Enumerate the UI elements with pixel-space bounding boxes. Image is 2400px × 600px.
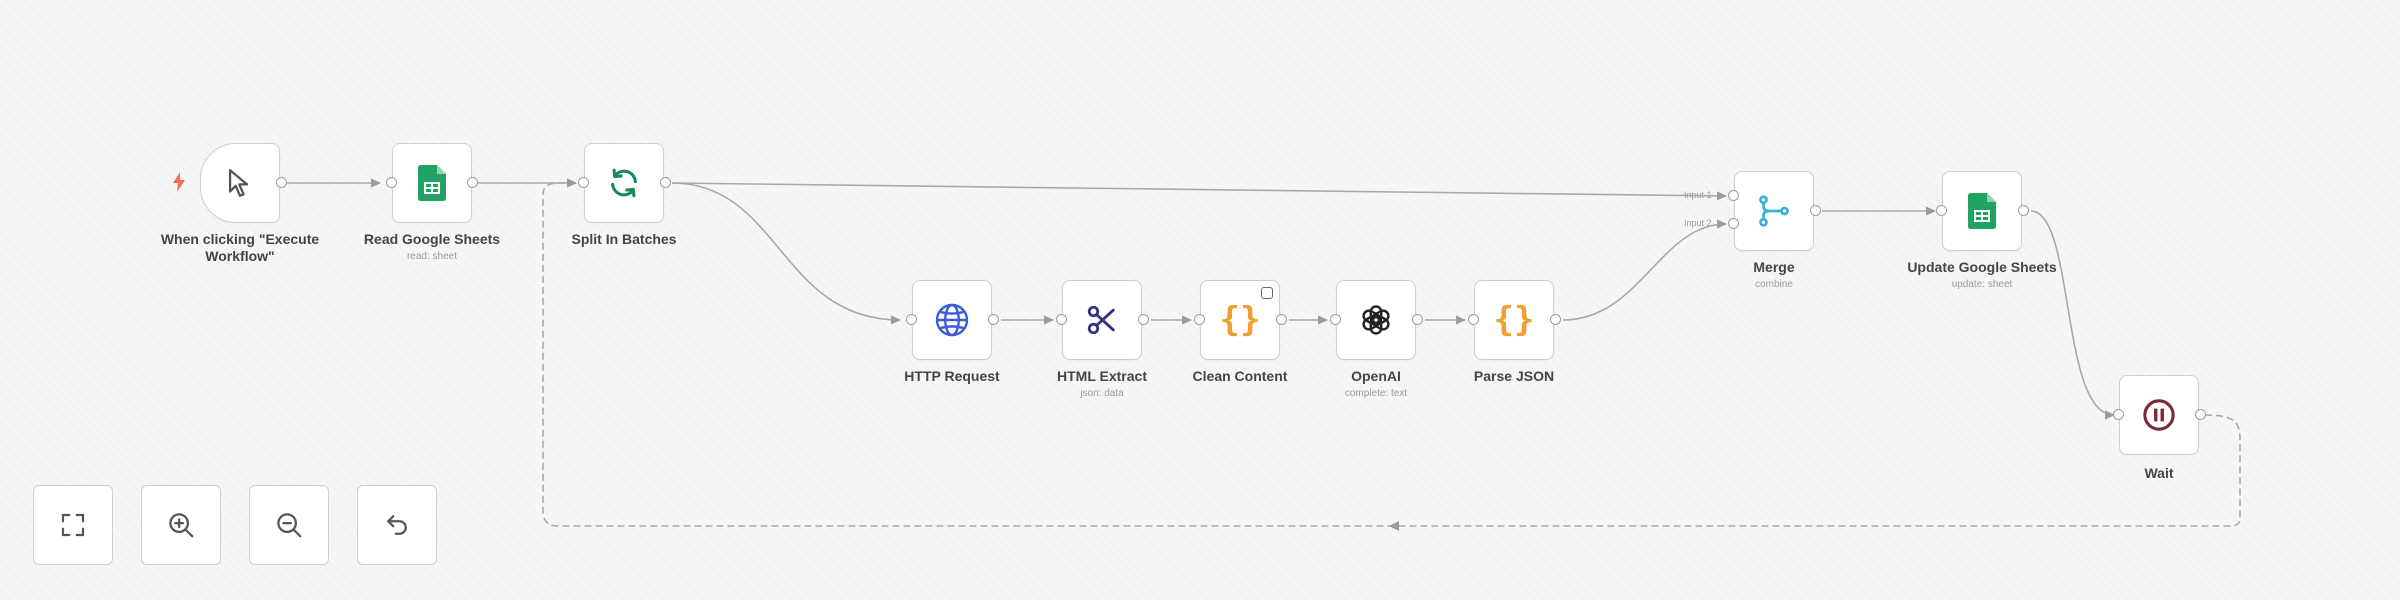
google-sheets-icon (1968, 193, 1996, 229)
merge-subtitle: combine (1755, 279, 1793, 290)
update-sheets-subtitle: update: sheet (1951, 279, 2013, 290)
openai-output-handle[interactable] (1412, 314, 1423, 325)
wait-output-handle[interactable] (2195, 409, 2206, 420)
split-label: Split In Batches (571, 231, 677, 247)
merge-label: Merge (1753, 259, 1795, 275)
undo-button[interactable] (357, 485, 437, 565)
node-clean-content[interactable]: {} (1200, 280, 1280, 360)
pause-icon (2143, 399, 2175, 431)
cursor-icon (228, 169, 249, 197)
edge-wait-loop-back (542, 178, 2241, 527)
read-sheets-input-handle[interactable] (386, 177, 397, 188)
zoom-out-button[interactable] (249, 485, 329, 565)
undo-icon (387, 515, 407, 535)
refresh-icon (611, 168, 637, 198)
node-split-in-batches[interactable] (584, 143, 664, 223)
zoom-in-button[interactable] (141, 485, 221, 565)
code-braces-icon: {} (1219, 300, 1261, 340)
wait-label: Wait (2144, 465, 2174, 481)
node-merge[interactable] (1734, 171, 1814, 251)
merge-input1-handle[interactable] (1728, 190, 1739, 201)
clean-input-handle[interactable] (1194, 314, 1205, 325)
merge-input2-label: Input 2 (1684, 218, 1712, 228)
openai-label: OpenAI (1351, 368, 1401, 384)
openai-subtitle: complete: text (1344, 388, 1408, 399)
globe-icon (935, 303, 969, 337)
parse-label: Parse JSON (1473, 368, 1555, 384)
split-output-handle[interactable] (660, 177, 671, 188)
edge-split-http (671, 182, 902, 325)
merge-output-handle[interactable] (1810, 205, 1821, 216)
code-braces-icon: {} (1493, 300, 1535, 340)
read-sheets-label: Read Google Sheets (363, 231, 501, 247)
node-html-extract[interactable] (1062, 280, 1142, 360)
http-input-handle[interactable] (906, 314, 917, 325)
node-http-request[interactable] (912, 280, 992, 360)
fit-view-button[interactable] (33, 485, 113, 565)
zoom-in-icon (169, 513, 194, 538)
trigger-label: When clicking "Execute Workflow" (160, 231, 320, 264)
node-wait[interactable] (2119, 375, 2199, 455)
openai-icon (1362, 305, 1390, 335)
edge-parse-merge-input2 (1562, 219, 1728, 321)
clean-label: Clean Content (1192, 368, 1288, 384)
openai-input-handle[interactable] (1330, 314, 1341, 325)
http-output-handle[interactable] (988, 314, 999, 325)
trigger-output-handle[interactable] (276, 177, 287, 188)
update-sheets-label: Update Google Sheets (1907, 259, 2057, 275)
node-trigger[interactable] (200, 143, 280, 223)
node-read-google-sheets[interactable] (392, 143, 472, 223)
bolt-icon (173, 172, 185, 192)
node-refresh-marker[interactable] (1261, 287, 1273, 299)
read-sheets-subtitle: read: sheet (406, 251, 458, 262)
edge-split-merge-input1 (671, 182, 1728, 201)
node-parse-json[interactable]: {} (1474, 280, 1554, 360)
extract-subtitle: json: data (1080, 388, 1124, 399)
parse-output-handle[interactable] (1550, 314, 1561, 325)
split-input-handle[interactable] (578, 177, 589, 188)
update-sheets-output-handle[interactable] (2018, 205, 2029, 216)
extract-label: HTML Extract (1057, 368, 1147, 384)
http-label: HTTP Request (904, 368, 1000, 384)
read-sheets-output-handle[interactable] (467, 177, 478, 188)
edge-update-wait (2030, 210, 2116, 420)
zoom-out-icon (277, 513, 302, 538)
wait-input-handle[interactable] (2113, 409, 2124, 420)
parse-input-handle[interactable] (1468, 314, 1479, 325)
google-sheets-icon (418, 165, 446, 201)
extract-output-handle[interactable] (1138, 314, 1149, 325)
scissors-icon (1087, 305, 1115, 335)
merge-input1-label: Input 1 (1684, 190, 1712, 200)
node-openai[interactable] (1336, 280, 1416, 360)
extract-input-handle[interactable] (1056, 314, 1067, 325)
merge-icon (1759, 195, 1789, 227)
merge-input2-handle[interactable] (1728, 218, 1739, 229)
update-sheets-input-handle[interactable] (1936, 205, 1947, 216)
node-update-google-sheets[interactable] (1942, 171, 2022, 251)
clean-output-handle[interactable] (1276, 314, 1287, 325)
loop-direction-arrow (1389, 521, 1399, 531)
fit-view-icon (61, 513, 85, 537)
